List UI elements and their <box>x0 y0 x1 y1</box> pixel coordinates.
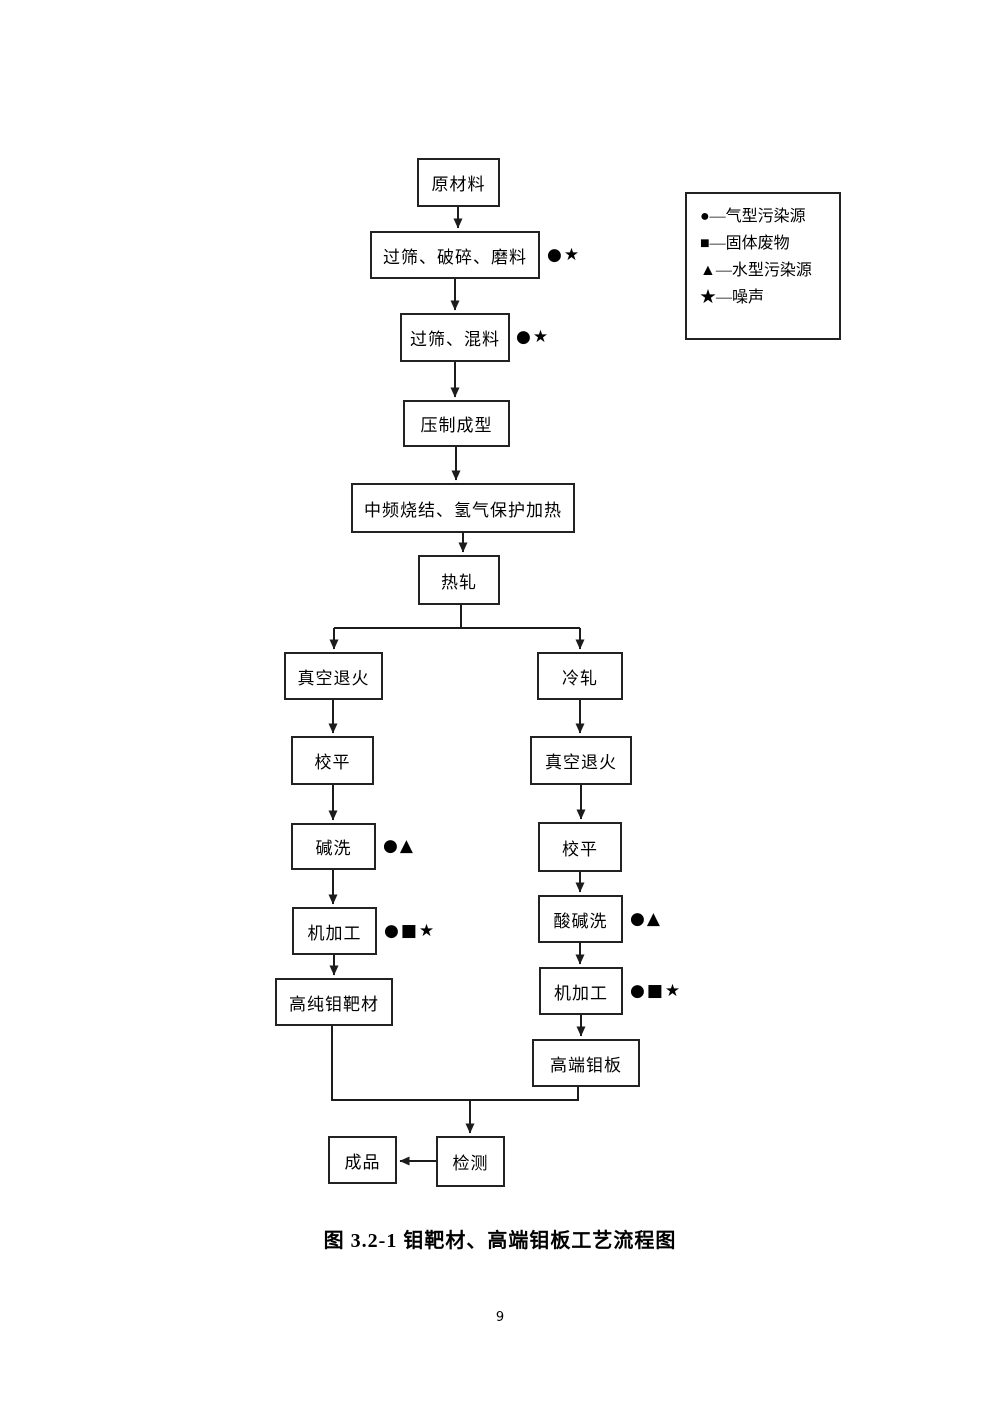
flow-node-label: 冷轧 <box>562 668 598 688</box>
flow-node-label: 酸碱洗 <box>553 911 608 931</box>
flow-node-label: 碱洗 <box>315 839 352 858</box>
pollution-marks-icon: ●■★ <box>630 980 683 1001</box>
flow-node-label: 真空退火 <box>297 668 370 688</box>
flow-node-high-purity-mo-target: 高纯钼靶材 <box>275 978 393 1026</box>
legend-item-noise: ★—噪声 <box>700 289 765 306</box>
flow-node-label: 机加工 <box>307 923 362 943</box>
flow-node-press-forming: 压制成型 <box>403 400 510 447</box>
flow-node-sieve-crush-grind: 过筛、破碎、磨料 <box>370 231 540 279</box>
flow-node-label: 机加工 <box>554 983 608 1003</box>
flow-node-high-end-mo-plate: 高端钼板 <box>532 1039 640 1087</box>
flow-node-label: 检测 <box>452 1154 489 1173</box>
flow-node-raw-material: 原材料 <box>417 158 500 207</box>
flow-node-label: 校平 <box>562 839 598 859</box>
flow-node-label: 过筛、破碎、磨料 <box>383 247 527 267</box>
pollution-marks-icon: ●▲ <box>630 908 662 929</box>
flow-node-sieve-mix: 过筛、混料 <box>400 313 510 362</box>
figure-caption: 图 3.2-1 钼靶材、高端钼板工艺流程图 <box>323 1230 677 1252</box>
flow-node-label: 过筛、混料 <box>410 330 500 349</box>
flow-node-inspection: 检测 <box>436 1136 505 1187</box>
flow-node-finished-product: 成品 <box>328 1136 397 1184</box>
pollution-marks-icon: ●▲ <box>383 835 415 856</box>
flow-node-acid-alkali-washing: 酸碱洗 <box>538 895 623 943</box>
flow-node-leveling-right: 校平 <box>538 822 622 872</box>
flow-node-alkali-washing: 碱洗 <box>291 823 376 870</box>
flow-node-label: 校平 <box>314 753 351 772</box>
pollution-marks-icon: ●★ <box>547 244 582 265</box>
flow-node-label: 压制成型 <box>420 416 493 435</box>
flow-node-hot-rolling: 热轧 <box>418 555 500 605</box>
flow-node-label: 高端钼板 <box>550 1055 622 1075</box>
pollution-marks-icon: ●★ <box>516 326 551 347</box>
flow-node-label: 热轧 <box>441 572 477 592</box>
flow-node-machining-left: 机加工 <box>292 907 377 955</box>
flow-node-label: 原材料 <box>431 175 486 194</box>
flow-node-label: 高纯钼靶材 <box>289 994 379 1014</box>
pollution-marks-icon: ●■★ <box>384 920 437 941</box>
page-number: 9 <box>495 1310 505 1325</box>
flow-node-label: 真空退火 <box>545 753 617 772</box>
flow-node-label: 中频烧结、氢气保护加热 <box>364 500 562 520</box>
flow-node-vacuum-annealing-left: 真空退火 <box>284 652 383 700</box>
legend-box: ●—气型污染源 ■—固体废物 ▲—水型污染源 ★—噪声 <box>685 192 841 340</box>
flow-node-vacuum-annealing-right: 真空退火 <box>530 736 632 785</box>
legend-item-water-pollution: ▲—水型污染源 <box>700 262 812 279</box>
flow-node-machining-right: 机加工 <box>539 967 623 1015</box>
legend-item-solid-waste: ■—固体废物 <box>700 235 790 252</box>
flow-node-leveling-left: 校平 <box>291 736 374 785</box>
flow-node-cold-rolling: 冷轧 <box>537 652 623 700</box>
flow-node-sintering-heating: 中频烧结、氢气保护加热 <box>351 483 575 533</box>
legend-item-gas-pollution: ●—气型污染源 <box>700 208 806 225</box>
flow-node-label: 成品 <box>344 1152 381 1172</box>
